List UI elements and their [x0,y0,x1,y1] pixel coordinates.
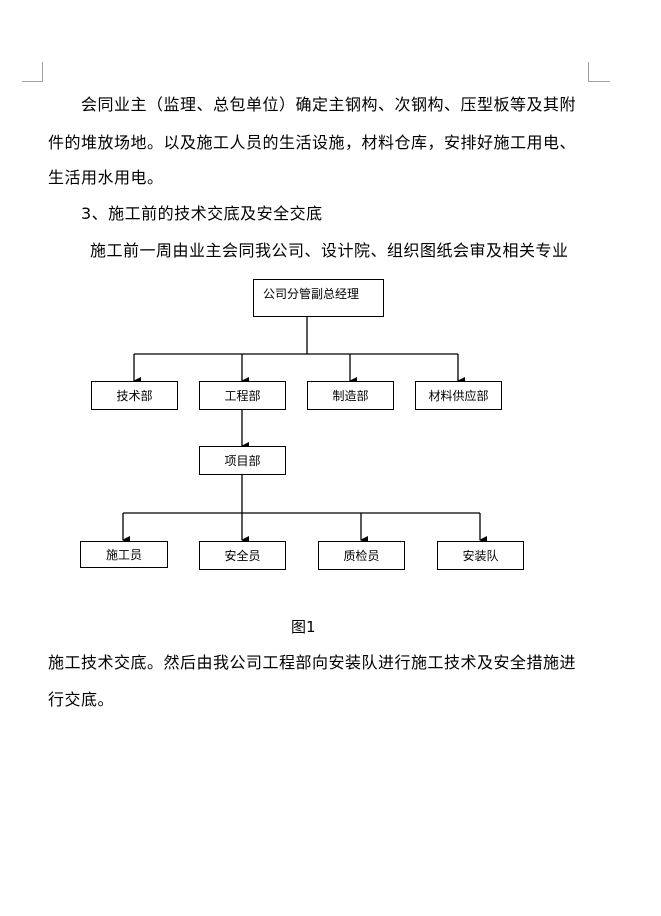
paragraph-line-3: 生活用水用电。 [48,168,164,187]
margin-corner-mark-right [588,62,610,82]
org-node-tech-dept: 技术部 [91,381,178,410]
org-node-manufacturing-dept: 制造部 [307,381,394,410]
org-node-label: 公司分管副总经理 [263,287,360,301]
org-node-label: 制造部 [332,389,369,403]
org-node-label: 材料供应部 [428,389,489,403]
org-node-label: 安全员 [224,549,261,563]
org-node-safety-staff: 安全员 [199,541,286,570]
paragraph-line-6: 行交底。 [48,690,115,709]
figure-caption: 图1 [291,618,316,636]
paragraph-line-4: 施工前一周由业主会同我公司、设计院、组织图纸会审及相关专业 [90,241,569,260]
paragraph-line-2: 件的堆放场地。以及施工人员的生活设施，材料仓库，安排好施工用电、 [48,133,577,152]
paragraph-line-1: 会同业主（监理、总包单位）确定主钢构、次钢构、压型板等及其附 [81,95,577,114]
org-node-project-dept: 项目部 [199,446,286,475]
org-node-label: 质检员 [343,549,380,563]
org-node-installation-team: 安装队 [437,541,524,570]
org-node-construction-staff: 施工员 [80,541,168,568]
org-node-engineering-dept: 工程部 [199,381,286,410]
org-node-materials-dept: 材料供应部 [415,381,502,410]
section-heading: 3、施工前的技术交底及安全交底 [81,204,323,223]
org-node-label: 工程部 [224,389,261,403]
org-node-qc-staff: 质检员 [318,541,405,570]
org-node-label: 施工员 [105,548,142,562]
margin-corner-mark-left [22,62,43,82]
org-node-label: 项目部 [224,454,261,468]
paragraph-line-5: 施工技术交底。然后由我公司工程部向安装队进行施工技术及安全措施进 [48,653,577,672]
org-node-label: 安装队 [462,549,499,563]
org-node-root: 公司分管副总经理 [253,279,384,317]
org-node-label: 技术部 [116,389,153,403]
